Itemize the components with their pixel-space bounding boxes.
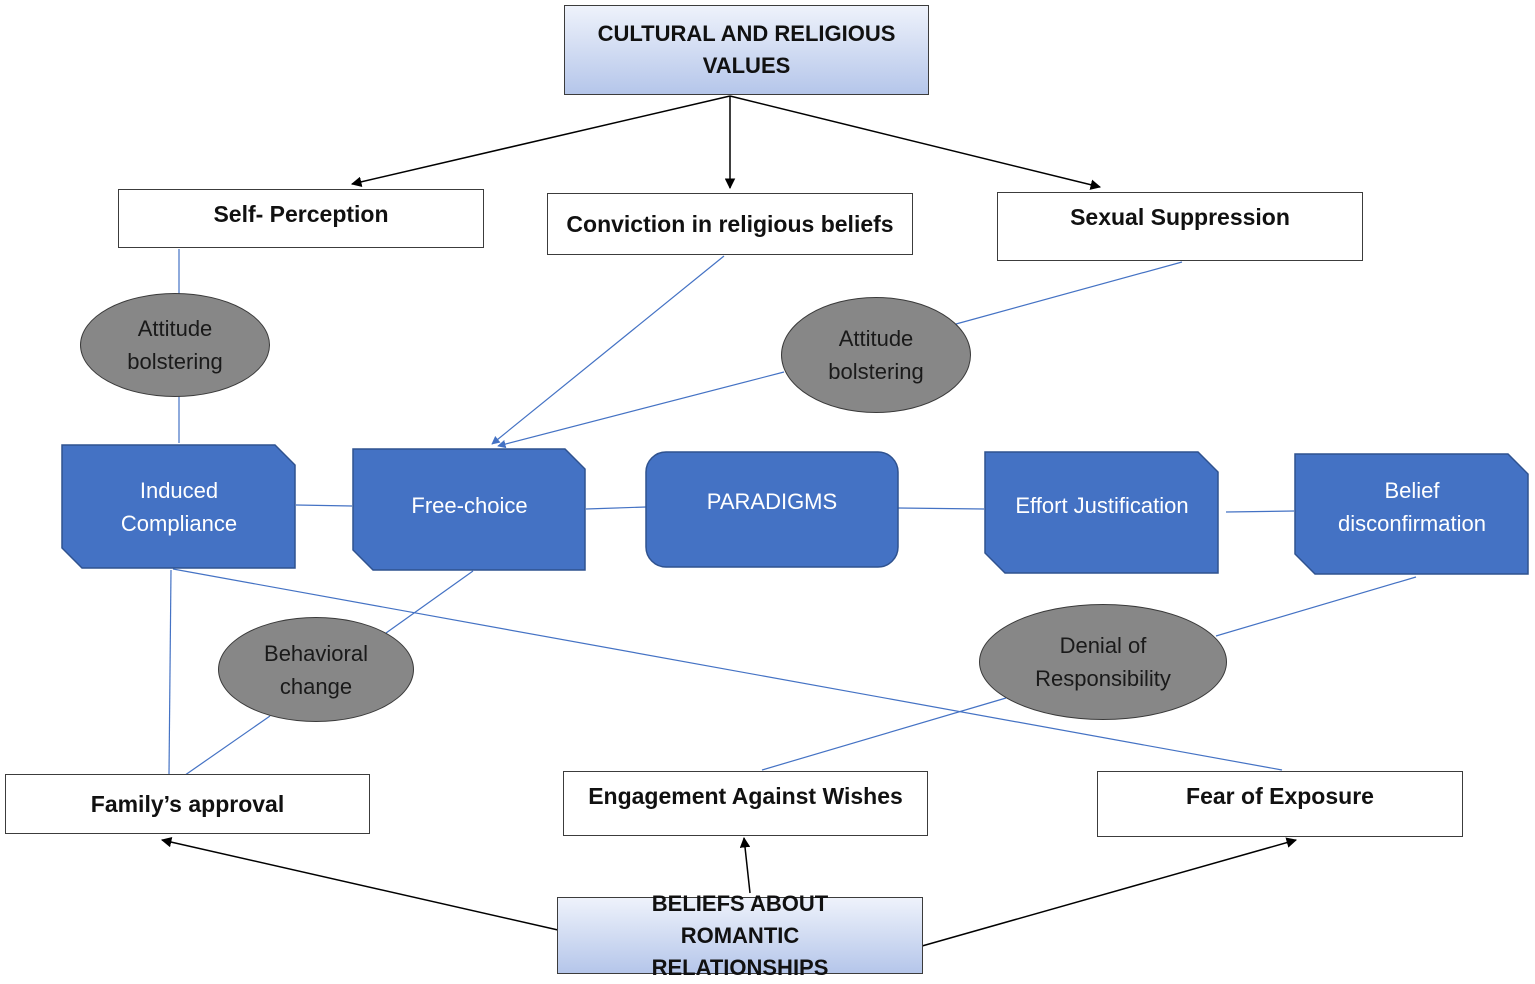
- denial-of-responsibility-label: Denial of Responsibility: [1035, 633, 1171, 691]
- attitude-bolstering-right-label: Attitude bolstering: [828, 326, 924, 384]
- attitude-bolstering-left-label: Attitude bolstering: [127, 316, 223, 374]
- engagement-against-wishes-box: Engagement Against Wishes: [563, 771, 928, 836]
- arrow-ellipse-to-free-choice: [497, 371, 785, 449]
- family-approval-label: Family’s approval: [90, 791, 285, 817]
- line-ellipse-to-engagement: [761, 697, 1007, 771]
- attitude-bolstering-left-ellipse: Attitude bolstering: [80, 293, 270, 397]
- belief-disconfirmation-label: Belief disconfirmation: [1338, 477, 1486, 536]
- fear-of-exposure-label: Fear of Exposure: [1186, 783, 1374, 809]
- line-belief-to-ellipse: [1215, 576, 1417, 637]
- free-choice-label: Free-choice: [411, 492, 528, 518]
- line-induced-to-free-choice: [295, 504, 353, 507]
- behavioral-change-label: Behavioral change: [264, 640, 368, 699]
- effort-justification-node: Effort Justification: [984, 451, 1220, 575]
- denial-of-responsibility-ellipse: Denial of Responsibility: [979, 604, 1227, 720]
- arrow-top-to-self-perception: [350, 95, 731, 187]
- self-perception-label: Self- Perception: [213, 201, 389, 227]
- line-induced-to-family: [168, 569, 172, 775]
- line-effort-to-belief: [1225, 510, 1295, 513]
- sexual-suppression-label: Sexual Suppression: [1070, 204, 1290, 230]
- induced-compliance-shape: [61, 444, 296, 569]
- engagement-against-wishes-label: Engagement Against Wishes: [588, 783, 903, 809]
- line-paradigms-to-effort: [897, 507, 985, 510]
- arrow-conviction-to-free-choice: [491, 255, 725, 445]
- paradigms-node: PARADIGMS: [645, 451, 899, 568]
- self-perception-box: Self- Perception: [118, 189, 484, 248]
- cultural-religious-values-box: CULTURAL AND RELIGIOUS VALUES: [564, 5, 929, 95]
- sexual-suppression-box: Sexual Suppression: [997, 192, 1363, 261]
- arrow-bottom-to-fear-exposure: [921, 837, 1298, 947]
- paradigms-shape: [645, 451, 899, 568]
- arrow-bottom-to-family-approval: [160, 836, 559, 931]
- belief-disconfirmation-node: Belief disconfirmation: [1294, 453, 1530, 576]
- effort-justification-shape: [984, 451, 1219, 574]
- arrow-bottom-to-engagement: [739, 836, 751, 894]
- line-induced-to-fear: [172, 568, 1283, 771]
- line-sexual-suppression-to-ellipse: [955, 261, 1183, 325]
- beliefs-romantic-relationships-box: BELIEFS ABOUT ROMANTIC RELATIONSHIPS: [557, 891, 923, 980]
- conviction-label: Conviction in religious beliefs: [566, 211, 894, 237]
- attitude-bolstering-right-ellipse: Attitude bolstering: [781, 297, 971, 413]
- line-ellipse-to-family: [177, 715, 271, 781]
- fear-of-exposure-box: Fear of Exposure: [1097, 771, 1463, 837]
- family-approval-box: Family’s approval: [5, 774, 370, 834]
- induced-compliance-node: Induced Compliance: [61, 444, 297, 570]
- line-free-choice-to-paradigms: [585, 506, 647, 510]
- paradigms-label: PARADIGMS: [706, 489, 838, 514]
- line-free-choice-to-ellipse: [385, 570, 474, 634]
- belief-disconfirmation-shape: [1294, 453, 1529, 575]
- arrow-top-to-sexual-suppression: [729, 95, 1102, 190]
- free-choice-shape: [352, 448, 586, 571]
- free-choice-node: Free-choice: [352, 448, 587, 572]
- behavioral-change-ellipse: Behavioral change: [218, 617, 414, 722]
- beliefs-romantic-relationships-label: BELIEFS ABOUT ROMANTIC RELATIONSHIPS: [651, 890, 829, 980]
- induced-compliance-label: Induced Compliance: [120, 478, 238, 536]
- effort-justification-label: Effort Justification: [1015, 492, 1189, 518]
- conviction-box: Conviction in religious beliefs: [547, 193, 913, 255]
- cultural-religious-values-label: CULTURAL AND RELIGIOUS VALUES: [597, 21, 896, 78]
